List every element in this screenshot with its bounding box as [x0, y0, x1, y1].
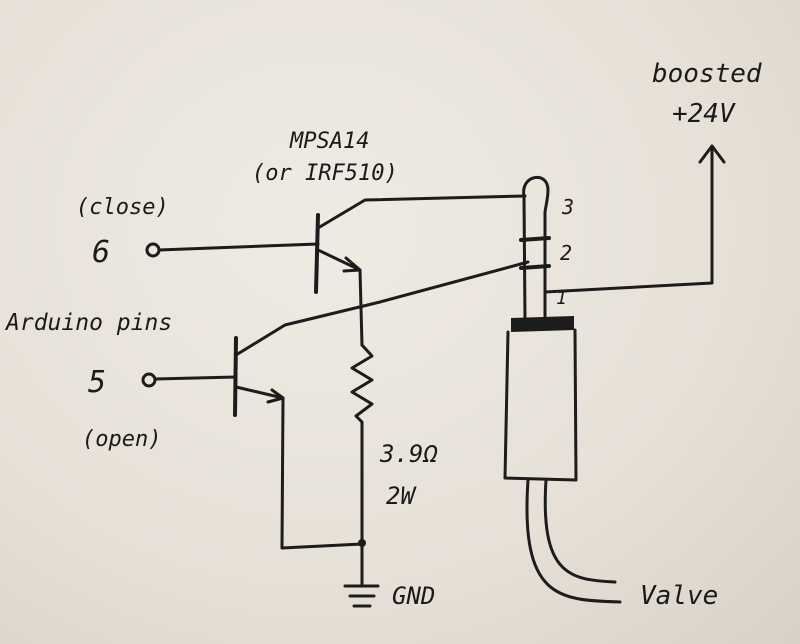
label-jack-pin2: 2 [560, 241, 572, 265]
label-resistor-value: 3.9Ω [379, 440, 438, 468]
q1-collector-wire [316, 194, 527, 230]
boost-wire [543, 146, 714, 294]
jack-ring-band-2 [519, 264, 551, 270]
jack-left-edge [522, 194, 527, 322]
label-resistor-power: 2W [386, 482, 417, 510]
q2-collector-wire [234, 260, 530, 357]
label-valve: Valve [640, 581, 718, 611]
q2-emitter-wire [280, 396, 364, 550]
q2-base-bar [233, 336, 238, 417]
jack-tip [522, 175, 550, 214]
boost-arrow [698, 144, 726, 164]
label-open: (open) [82, 427, 161, 452]
label-boosted: boosted [652, 59, 762, 89]
q2-emitter [234, 385, 285, 400]
valve-cable-2 [543, 478, 617, 584]
q1-emitter [316, 248, 362, 272]
pin5-wire [153, 375, 238, 381]
label-jack-pin3: 3 [561, 195, 574, 219]
label-voltage: +24V [672, 99, 736, 129]
label-jack-pin1: 1 [556, 288, 567, 309]
label-mpsa14: MPSA14 [289, 129, 369, 154]
resistor-3r9 [350, 343, 374, 544]
pin6-wire [157, 242, 320, 252]
pin5-terminal [141, 372, 157, 388]
valve-cable-1 [525, 478, 622, 604]
jack-ring-band-1 [519, 236, 551, 242]
label-pin6: 6 [92, 235, 110, 270]
jack-sleeve-band [511, 316, 574, 332]
label-irf510: (or IRF510) [252, 161, 398, 186]
pin6-terminal [145, 242, 161, 258]
jack-body [503, 328, 578, 482]
label-gnd: GND [392, 582, 435, 610]
label-arduino-pins: Arduino pins [4, 310, 172, 336]
label-close: (close) [76, 195, 169, 220]
label-pin5: 5 [88, 365, 106, 400]
trs-jack [503, 175, 622, 604]
